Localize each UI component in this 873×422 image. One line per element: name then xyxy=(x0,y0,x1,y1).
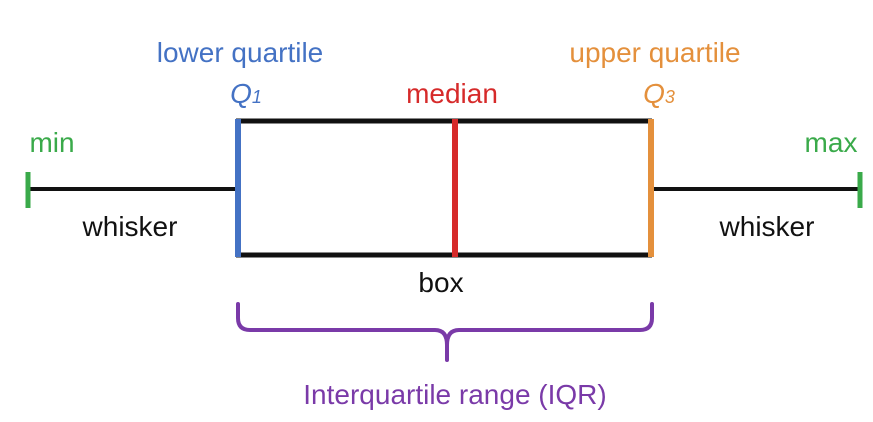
q3-letter: Q xyxy=(643,78,665,109)
box-label: box xyxy=(418,267,463,298)
min-label: min xyxy=(29,127,74,158)
max-label: max xyxy=(805,127,858,158)
q3-subscript: 3 xyxy=(665,87,675,107)
q1-symbol: Q1 xyxy=(230,78,262,109)
whisker-left-label: whisker xyxy=(82,211,178,242)
q1-letter: Q xyxy=(230,78,252,109)
whisker-right-label: whisker xyxy=(719,211,815,242)
q3-symbol: Q3 xyxy=(643,78,675,109)
iqr-label: Interquartile range (IQR) xyxy=(303,379,606,410)
q1-subscript: 1 xyxy=(252,87,262,107)
iqr-brace xyxy=(236,302,654,362)
lower-quartile-label: lower quartile xyxy=(157,37,324,68)
median-label: median xyxy=(406,78,498,109)
upper-quartile-label: upper quartile xyxy=(569,37,740,68)
